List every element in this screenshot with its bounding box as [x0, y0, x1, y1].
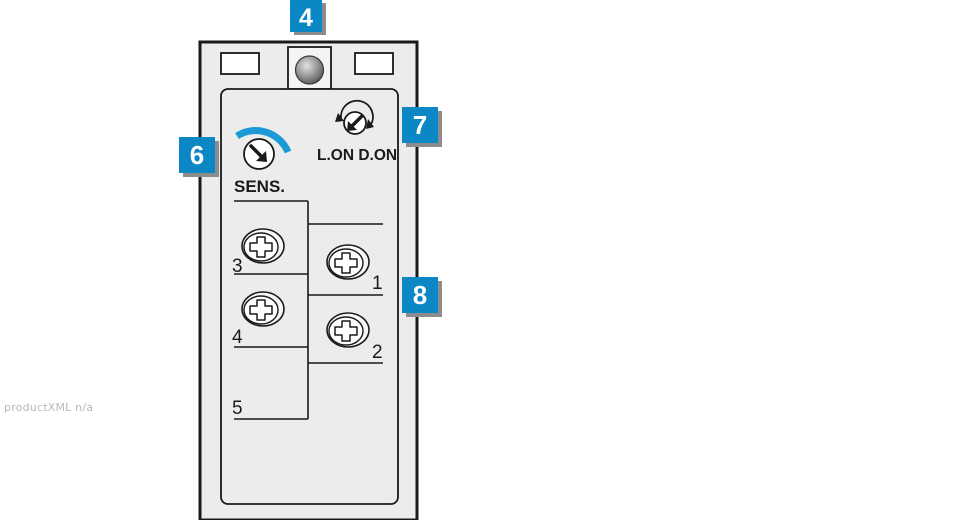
sens-label: SENS.	[234, 177, 285, 196]
watermark-text: productXML n/a	[4, 401, 94, 414]
phillips-screw-icon	[326, 244, 370, 280]
terminal-block-lines	[234, 200, 383, 420]
inner-panel	[220, 88, 399, 505]
terminal-5-label: 5	[232, 398, 243, 419]
phillips-screw-icon	[241, 228, 285, 264]
mode-switch-icon	[335, 99, 374, 135]
terminal-2-label: 2	[372, 342, 383, 363]
sensitivity-dial-icon	[235, 127, 292, 170]
top-slot-right	[354, 52, 394, 75]
callout-4: 4	[290, 0, 326, 35]
callout-6-label: 6	[190, 140, 204, 170]
callout-4-label: 4	[299, 4, 313, 32]
terminal-screws	[241, 228, 370, 348]
callout-7: 7	[402, 107, 442, 147]
terminal-3-label: 3	[232, 256, 243, 277]
callout-8-label: 8	[413, 280, 427, 310]
callout-7-label: 7	[413, 110, 427, 140]
callout-6: 6	[179, 137, 219, 177]
terminal-4-label: 4	[232, 327, 243, 348]
callout-8: 8	[402, 277, 442, 317]
terminal-1-label: 1	[372, 273, 383, 294]
phillips-screw-icon	[326, 312, 370, 348]
phillips-screw-icon	[241, 291, 285, 327]
led-indicator-icon	[294, 55, 325, 85]
top-slot-left	[220, 52, 260, 75]
lon-don-label: L.ON D.ON	[317, 147, 397, 164]
